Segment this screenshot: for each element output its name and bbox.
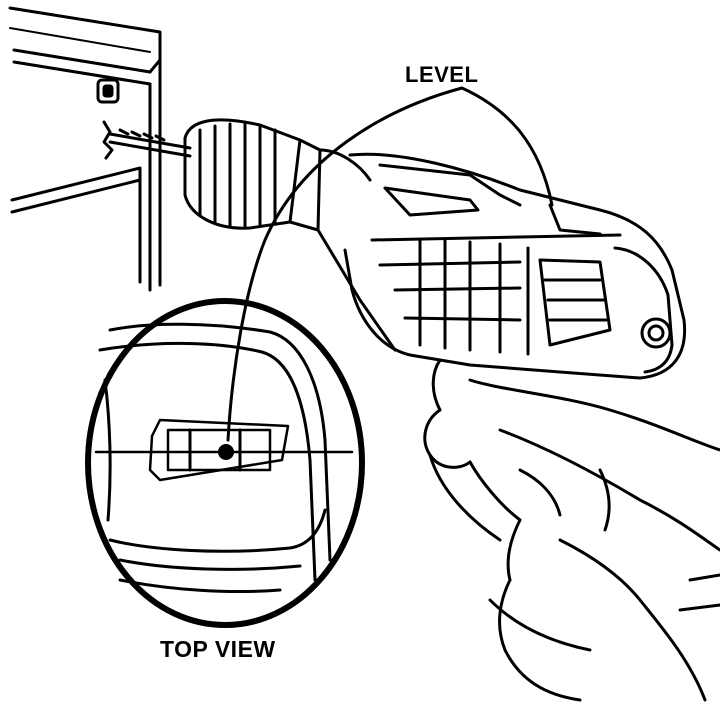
drill-bit-icon [102,120,192,160]
wall-panel [8,6,162,292]
level-bubble-icon [218,444,234,460]
drill-body [316,152,687,380]
drill-chuck [183,118,372,232]
level-label: LEVEL [405,62,479,87]
top-view-inset [85,298,365,628]
level-leader-line [226,86,554,442]
top-view-label: TOP VIEW [160,636,276,662]
screw-head-icon [96,78,120,104]
hand [423,358,720,702]
